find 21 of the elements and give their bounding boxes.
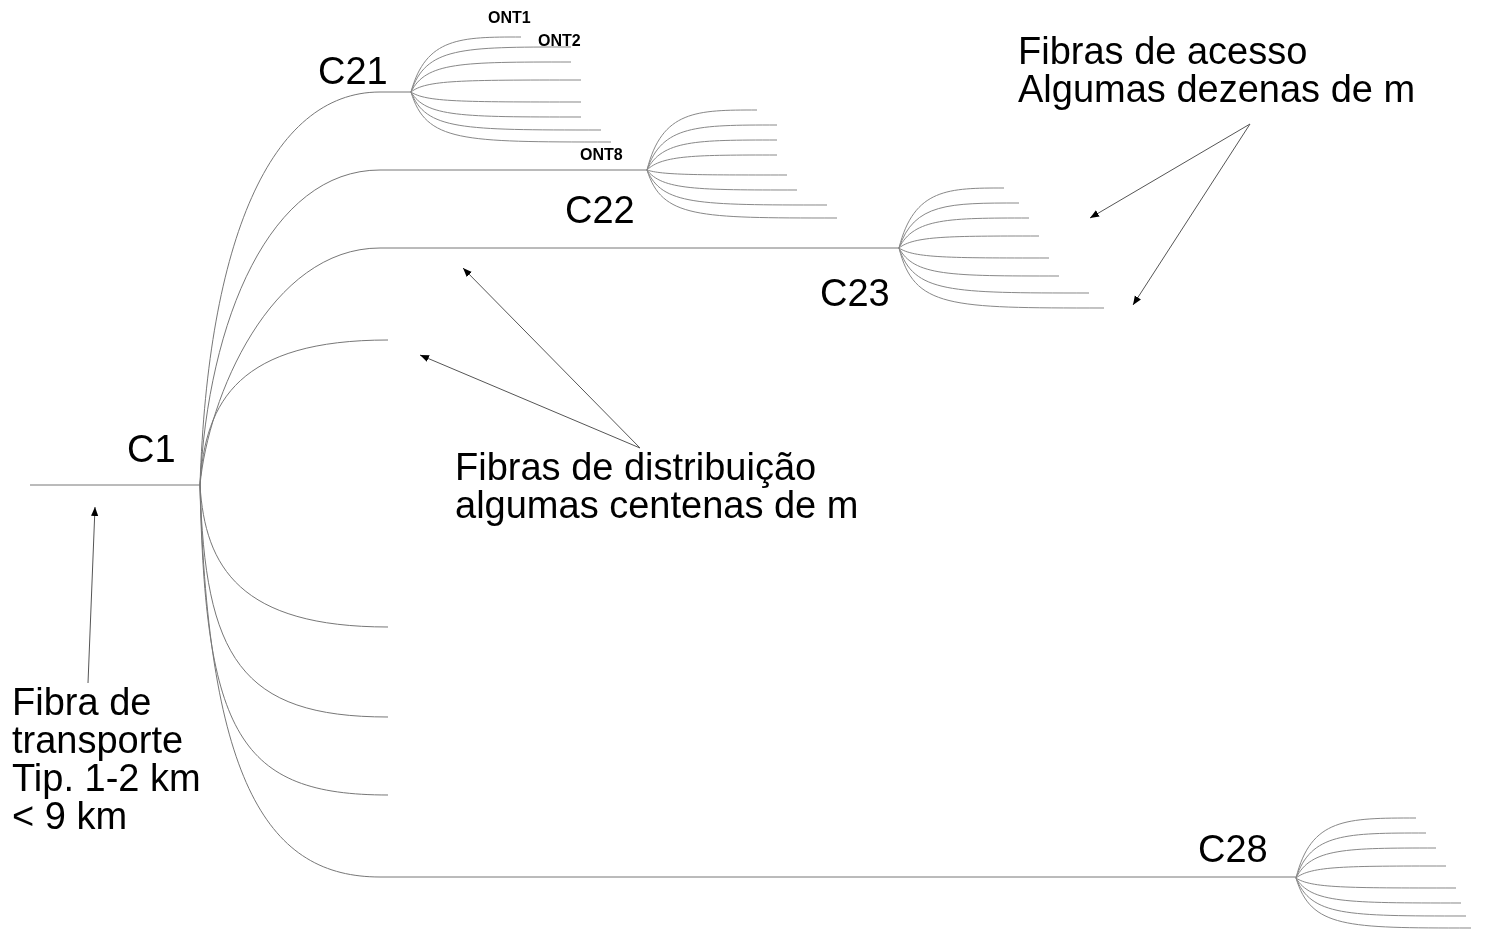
callout-text: Algumas dezenas de m	[1018, 70, 1416, 108]
leader-line	[87, 506, 99, 684]
fiber-line	[199, 169, 648, 486]
callout-text: Fibras de acesso	[1018, 32, 1308, 70]
callout-text: Fibras de distribuição	[455, 448, 817, 486]
fiber-line	[199, 247, 900, 486]
splitter-label: C22	[565, 191, 635, 229]
terminal-label: ONT8	[580, 147, 623, 163]
leader-line	[419, 354, 641, 449]
fiber-line	[199, 484, 1297, 878]
splitter-label: C21	[318, 52, 388, 90]
leader-line	[462, 267, 641, 449]
terminal-label: ONT2	[538, 33, 581, 49]
callout-text: Fibra de transporte	[12, 683, 185, 759]
splitter-label: C28	[1198, 830, 1268, 868]
leader-line	[1089, 123, 1251, 219]
terminal-label: ONT1	[488, 10, 531, 26]
splitter-label: C23	[820, 274, 890, 312]
leader-line	[1132, 123, 1251, 306]
splitter-label: C1	[127, 430, 176, 468]
fiber-line	[199, 91, 412, 486]
